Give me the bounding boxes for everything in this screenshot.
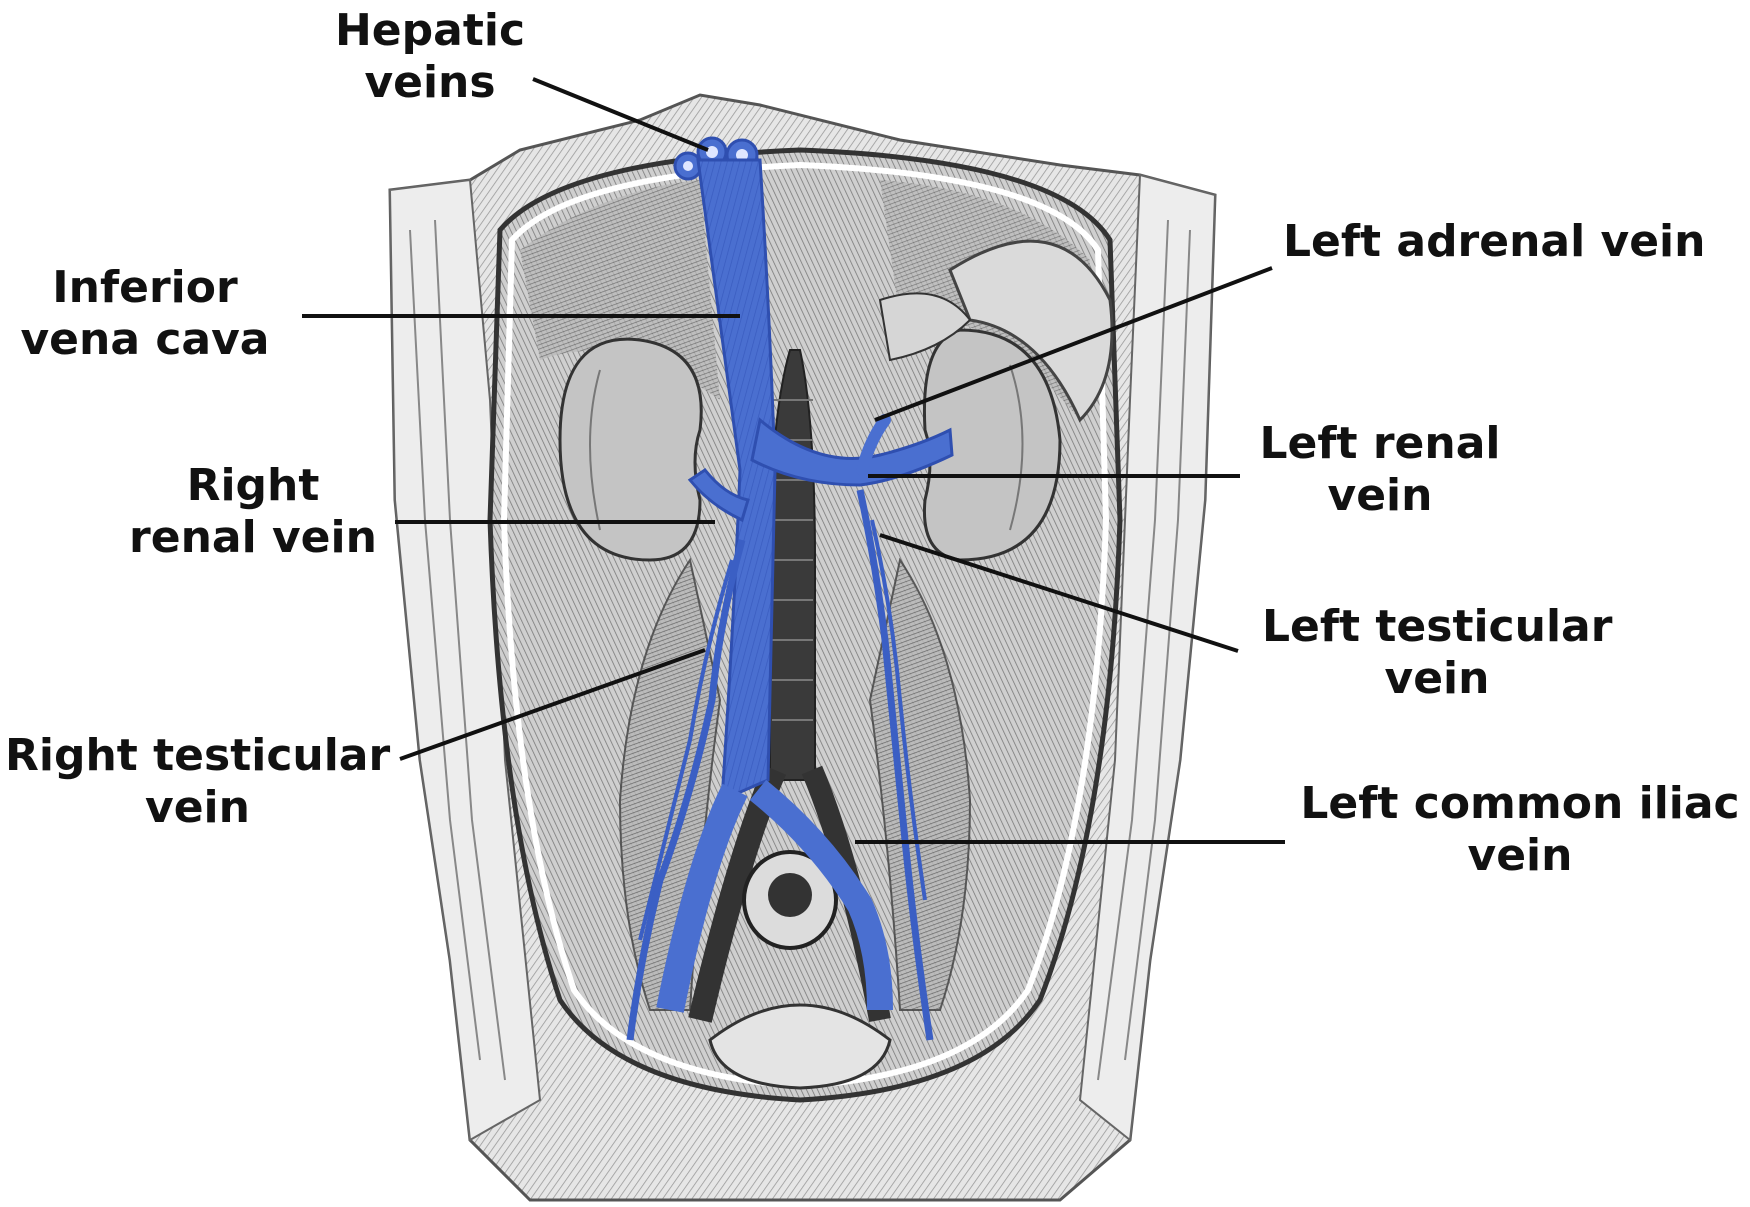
label-right-testicular-vein: Right testicular vein <box>5 730 390 834</box>
label-left-renal-vein: Left renal vein <box>1250 418 1510 522</box>
label-left-common-iliac-vein-line2: vein <box>1300 830 1740 882</box>
label-left-renal-vein-line2: vein <box>1250 470 1510 522</box>
label-right-renal-vein-line2: renal vein <box>118 512 388 564</box>
label-hepatic-veins-line1: Hepatic <box>325 5 535 57</box>
label-left-common-iliac-vein: Left common iliac vein <box>1300 778 1740 882</box>
label-left-testicular-vein-line1: Left testicular <box>1262 601 1612 653</box>
label-left-testicular-vein: Left testicular vein <box>1262 601 1612 705</box>
label-right-testicular-vein-line1: Right testicular <box>5 730 390 782</box>
label-hepatic-veins-line2: veins <box>325 57 535 109</box>
label-left-renal-vein-line1: Left renal <box>1250 418 1510 470</box>
label-inferior-vena-cava-line2: vena cava <box>10 314 280 366</box>
label-inferior-vena-cava-line1: Inferior <box>10 262 280 314</box>
label-right-testicular-vein-line2: vein <box>5 782 390 834</box>
label-left-adrenal-vein: Left adrenal vein <box>1283 216 1705 268</box>
label-right-renal-vein-line1: Right <box>118 460 388 512</box>
right-kidney <box>560 339 701 560</box>
label-right-renal-vein: Right renal vein <box>118 460 388 564</box>
label-left-adrenal-vein-line1: Left adrenal vein <box>1283 216 1705 268</box>
label-left-testicular-vein-line2: vein <box>1262 653 1612 705</box>
label-hepatic-veins: Hepatic veins <box>325 5 535 109</box>
label-left-common-iliac-vein-line1: Left common iliac <box>1300 778 1740 830</box>
aorta <box>770 350 815 780</box>
label-inferior-vena-cava: Inferior vena cava <box>10 262 280 366</box>
